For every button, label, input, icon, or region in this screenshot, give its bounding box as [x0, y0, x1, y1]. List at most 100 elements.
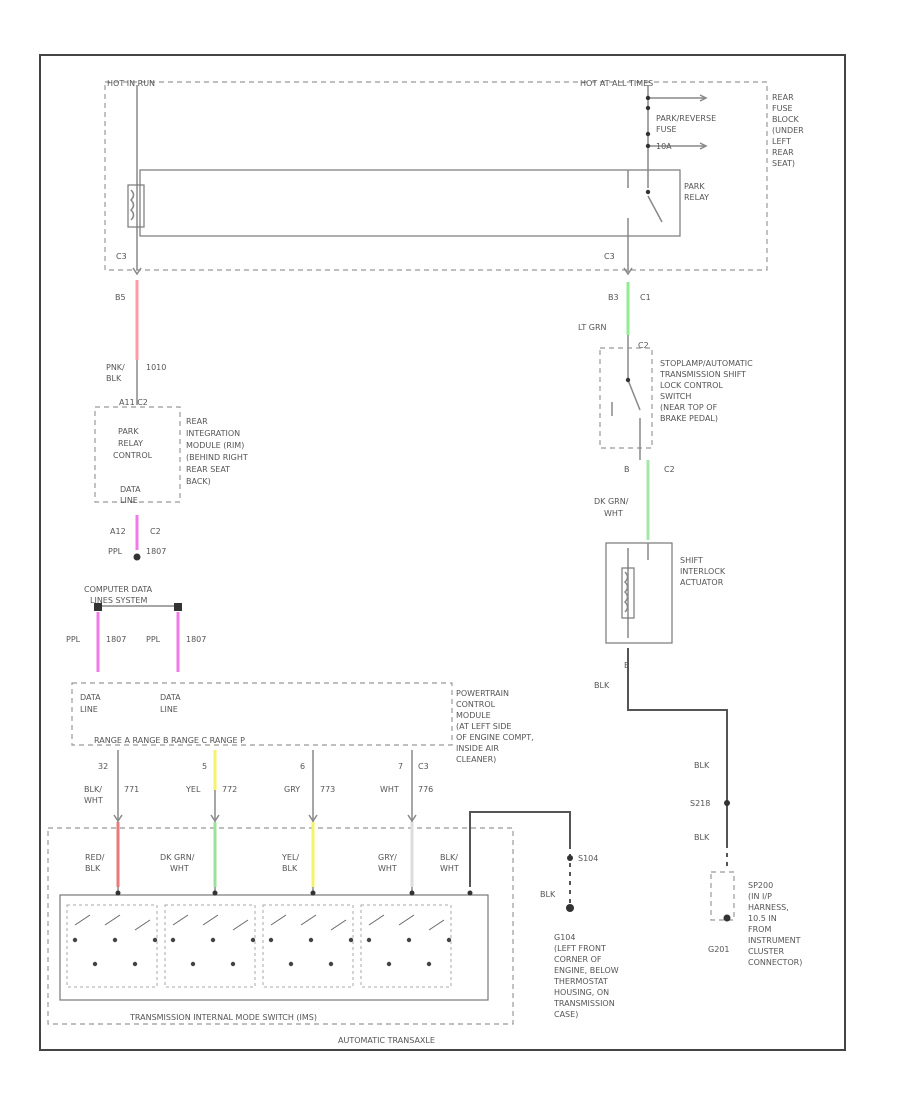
park-relay-box	[139, 169, 681, 237]
stoplamp-c2-bottom: C2	[664, 465, 675, 474]
ppl-label-left: PPL	[66, 635, 81, 644]
pcm-pin-32: 32	[98, 762, 108, 771]
shift-interlock-actuator-box	[605, 542, 673, 644]
switch-contact-dot	[72, 937, 78, 943]
tims-wire-colors: RED/ BLK DK GRN/ WHT YEL/ BLK GRY/ WHT B…	[85, 853, 459, 873]
rim-pin-bottom: A12	[110, 527, 126, 536]
park-relay-label-2: RELAY	[684, 193, 709, 202]
g201-description: SP200 (IN I/P HARNESS, 10.5 IN FROM INST…	[748, 881, 802, 967]
wire-blk-label: BLK	[594, 681, 610, 690]
svg-text:CLUSTER: CLUSTER	[748, 947, 785, 956]
svg-text:BLK/: BLK/	[440, 853, 458, 862]
pcm-description: POWERTRAIN CONTROL MODULE (AT LEFT SIDE …	[456, 689, 534, 764]
svg-text:WHT: WHT	[170, 864, 189, 873]
arrow-right-icon	[699, 94, 708, 102]
svg-text:FROM: FROM	[748, 925, 771, 934]
splice-s218	[724, 800, 730, 806]
switch-blade-icon	[74, 914, 151, 931]
svg-text:INTEGRATION: INTEGRATION	[186, 429, 240, 438]
svg-text:LOCK CONTROL: LOCK CONTROL	[660, 381, 723, 390]
park-relay-label-1: PARK	[684, 182, 705, 191]
switch-contact-dot	[386, 961, 392, 967]
splice-s104	[567, 855, 573, 861]
switch-contact-dot	[210, 937, 216, 943]
tims-switch-box	[59, 894, 489, 1001]
switch-blade-icon	[172, 914, 249, 931]
switch-contact-dot	[190, 961, 196, 967]
svg-text:TRANSMISSION: TRANSMISSION	[553, 999, 615, 1008]
svg-text:BLK: BLK	[85, 864, 101, 873]
splice-dot	[645, 95, 651, 101]
svg-text:CONTROL: CONTROL	[456, 700, 496, 709]
wire-pnk-number: 1010	[146, 363, 166, 372]
svg-text:ACTUATOR: ACTUATOR	[680, 578, 724, 587]
svg-text:YEL/: YEL/	[281, 853, 299, 862]
g201-label: G201	[708, 945, 729, 954]
svg-text:LINES SYSTEM: LINES SYSTEM	[90, 596, 147, 605]
ppl-number-right: 1807	[186, 635, 206, 644]
stoplamp-c2-label: C2	[638, 341, 649, 350]
switch-contact	[625, 377, 631, 383]
ground-g201-icon	[723, 914, 731, 922]
wire-blkwht-label-2: WHT	[84, 796, 103, 805]
svg-text:CASE): CASE)	[554, 1010, 578, 1019]
svg-text:LINE: LINE	[160, 705, 178, 714]
switch-section-box	[66, 904, 158, 988]
switch-contact-dot	[268, 937, 274, 943]
tims-switch-contacts-icon	[66, 904, 452, 988]
svg-text:HOUSING, ON: HOUSING, ON	[554, 988, 609, 997]
wire-pnk-label: PNK/	[106, 363, 125, 372]
ground-wire-blk-right	[627, 648, 728, 845]
svg-text:PARK: PARK	[118, 427, 139, 436]
svg-text:POWERTRAIN: POWERTRAIN	[456, 689, 509, 698]
coil-winding-icon	[129, 189, 135, 221]
switch-contact-dot	[250, 937, 256, 943]
switch-contact-dot	[348, 937, 354, 943]
wire-dkgrn-label-1: DK GRN/	[594, 497, 629, 506]
switch-contact-dot	[112, 937, 118, 943]
svg-text:WHT: WHT	[378, 864, 397, 873]
fuse-terminal	[645, 131, 651, 137]
switch-contact-dot	[230, 961, 236, 967]
wire-ltgrn-label: LT GRN	[578, 323, 607, 332]
rim-park-relay-control: PARK RELAY CONTROL	[113, 427, 153, 460]
wire-gry-label: GRY	[284, 785, 300, 794]
switch-contact-dot	[366, 937, 372, 943]
svg-text:RELAY: RELAY	[118, 439, 143, 448]
svg-text:SP200: SP200	[748, 881, 773, 890]
switch-contact-dot	[328, 961, 334, 967]
svg-text:LINE: LINE	[80, 705, 98, 714]
svg-text:SWITCH: SWITCH	[660, 392, 691, 401]
pcm-pin-5: 5	[202, 762, 207, 771]
svg-text:CLEANER): CLEANER)	[456, 755, 496, 764]
splice-dot	[645, 143, 651, 149]
svg-text:THERMOSTAT: THERMOSTAT	[553, 977, 608, 986]
rear-fuse-block-desc: REAR FUSE BLOCK (UNDER LEFT REAR SEAT)	[772, 93, 804, 168]
svg-text:(UNDER: (UNDER	[772, 126, 804, 135]
diagram-frame	[39, 54, 846, 1051]
solenoid-icon	[621, 567, 635, 619]
wire-num-771: 771	[124, 785, 139, 794]
automatic-transaxle-region	[47, 827, 514, 1025]
c3-left-label: C3	[116, 252, 127, 261]
wire-dkgrn-label-2: WHT	[604, 509, 623, 518]
rim-c-bottom: C2	[150, 527, 161, 536]
svg-text:INTERLOCK: INTERLOCK	[680, 567, 726, 576]
svg-text:REAR SEAT: REAR SEAT	[186, 465, 230, 474]
svg-text:CONTROL: CONTROL	[113, 451, 153, 460]
fuse-terminal	[645, 105, 651, 111]
hot-in-run-label: HOT IN RUN	[107, 79, 155, 88]
connector-icon	[132, 267, 142, 276]
wire-ppl-label: PPL	[108, 547, 123, 556]
switch-contact-dot	[426, 961, 432, 967]
stoplamp-switch-box	[599, 347, 653, 449]
svg-text:RED/: RED/	[85, 853, 105, 862]
data-terminal-left	[94, 603, 102, 611]
switch-section-box	[262, 904, 354, 988]
switch-contact-dot	[406, 937, 412, 943]
svg-text:COMPUTER DATA: COMPUTER DATA	[84, 585, 153, 594]
svg-text:TRANSMISSION SHIFT: TRANSMISSION SHIFT	[659, 370, 746, 379]
tims-pin-terminals	[115, 890, 473, 896]
pin-b5-label: B5	[115, 293, 126, 302]
sp200-box	[710, 871, 735, 921]
